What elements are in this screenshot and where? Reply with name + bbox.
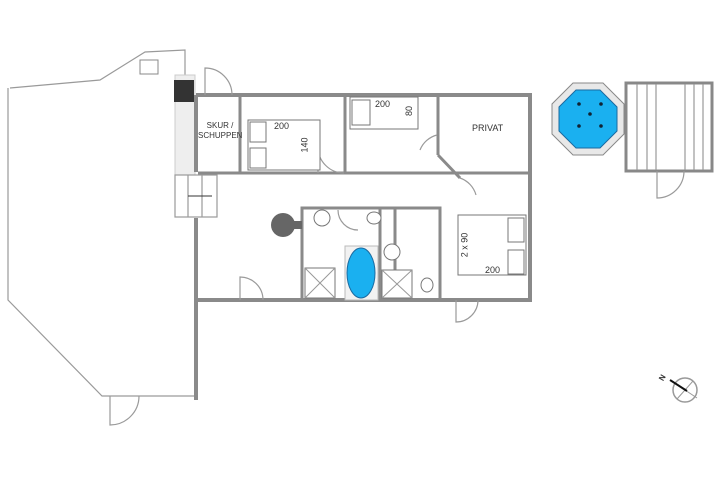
bed2-width: 80: [404, 105, 415, 117]
bed1-length: 200: [274, 121, 290, 131]
washbasin-icon: [313, 209, 331, 227]
room-label-shed: SKUR / SCHUPPEN: [198, 121, 242, 141]
outbuilding: [624, 81, 714, 199]
room-label-private: PRIVAT: [472, 123, 504, 133]
bathtub-icon: [346, 247, 376, 299]
stove-icon: [271, 213, 302, 237]
doors: [109, 67, 479, 426]
terrace: [7, 49, 196, 397]
hot-tub-icon: [551, 82, 625, 156]
bed3-length: 200: [485, 265, 501, 275]
grill-icon: [174, 80, 194, 102]
sink-icon: [139, 59, 159, 75]
bed1-width: 140: [299, 137, 310, 153]
compass-icon: [669, 377, 698, 403]
entrance-steps: [174, 174, 218, 218]
shed-label-line1: SKUR /: [206, 121, 234, 130]
bathroom-fixtures: [304, 209, 434, 301]
bed2-length: 200: [375, 99, 391, 109]
bed3-width: 2 x 90: [459, 232, 470, 258]
toilet-icon: [366, 211, 382, 225]
shed-label-line2: SCHUPPEN: [198, 131, 243, 140]
beds: [247, 96, 527, 276]
house-walls: [194, 93, 532, 400]
